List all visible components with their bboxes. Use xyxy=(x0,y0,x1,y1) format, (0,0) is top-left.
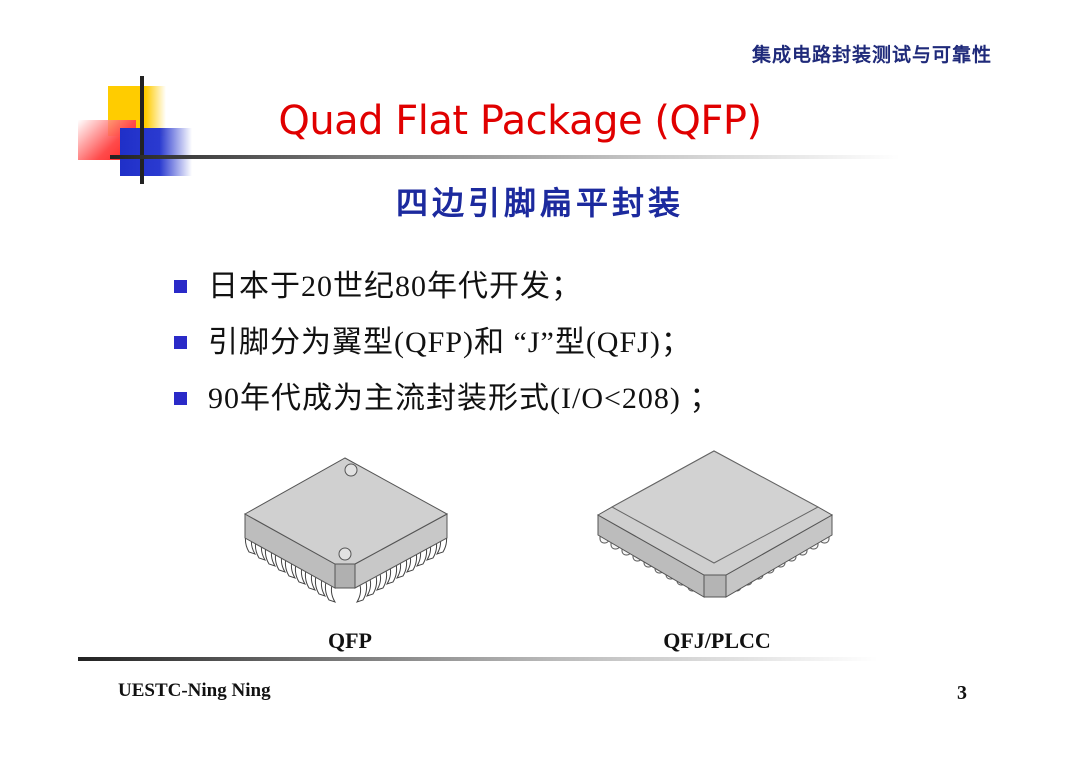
title-divider xyxy=(110,155,900,159)
square-bullet-icon xyxy=(174,280,187,293)
bullet-item: 日本于20世纪80年代开发； xyxy=(170,262,720,318)
bullet-text: 引脚分为翼型(QFP)和 “J”型(QFJ)； xyxy=(208,326,692,359)
footer-author: UESTC-Ning Ning xyxy=(118,680,271,701)
square-bullet-icon xyxy=(174,392,187,405)
bullet-item: 90年代成为主流封装形式(I/O<208) ； xyxy=(170,374,720,430)
logo-vertical-line xyxy=(140,76,144,184)
slide-title: Quad Flat Package (QFP) xyxy=(278,98,762,144)
qfp-gullwing-package-icon xyxy=(243,457,449,603)
logo-blue-square xyxy=(120,128,192,176)
figure-label-qfp: QFP xyxy=(328,628,372,653)
bullet-text: 90年代成为主流封装形式(I/O<208) ； xyxy=(208,382,721,415)
figure-qfp: QFP xyxy=(235,450,465,654)
square-bullet-icon xyxy=(174,336,187,349)
slide-subtitle: 四边引脚扁平封装 xyxy=(395,184,684,222)
figure-qfj-plcc: QFJ/PLCC xyxy=(592,445,842,654)
footer-divider xyxy=(78,657,878,661)
page-number: 3 xyxy=(957,682,967,704)
course-title: 集成电路封装测试与可靠性 xyxy=(751,44,992,66)
bullet-list: 日本于20世纪80年代开发； 引脚分为翼型(QFP)和 “J”型(QFJ)； 9… xyxy=(170,262,720,430)
bullet-text: 日本于20世纪80年代开发； xyxy=(208,270,582,303)
qfj-plcc-package-icon xyxy=(596,450,834,598)
slide-logo-decoration xyxy=(78,76,228,186)
figure-label-qfj-plcc: QFJ/PLCC xyxy=(663,628,771,653)
bullet-item: 引脚分为翼型(QFP)和 “J”型(QFJ)； xyxy=(170,318,720,374)
